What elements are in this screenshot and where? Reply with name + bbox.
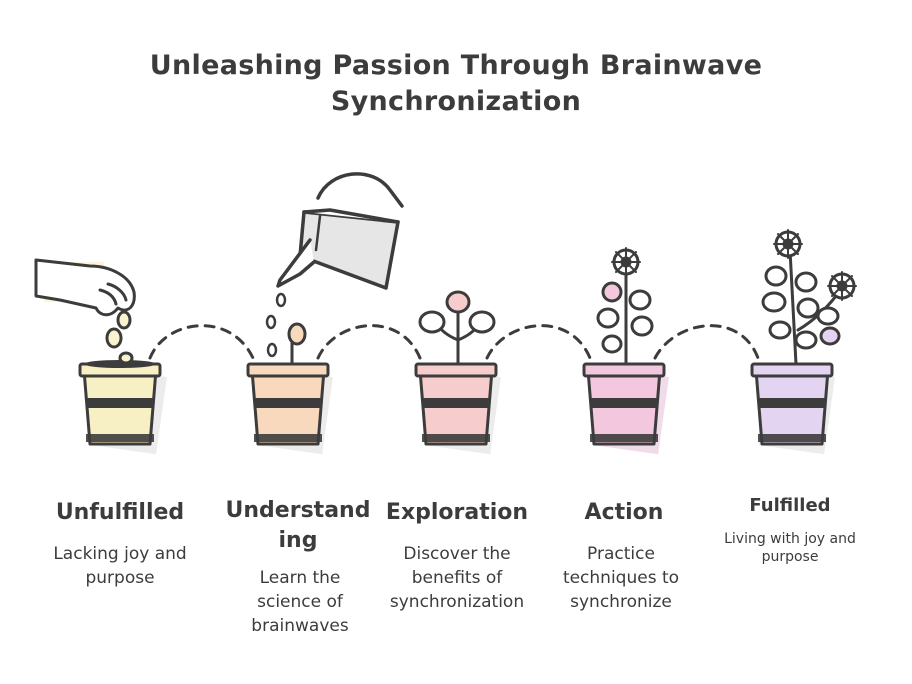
water-drops: [265, 292, 287, 358]
pot-1: [78, 360, 167, 455]
stage-label-understanding: Understand ing: [225, 498, 371, 553]
stage-desc-action: Practice techniques to synchronize: [562, 544, 680, 612]
connector-arc-1: [148, 324, 255, 360]
stage-label-fulfilled: Fulfilled: [749, 495, 831, 516]
sprout-icon: [418, 290, 496, 366]
title-line-2: Synchronization: [330, 86, 582, 117]
hand-dropping-seeds-icon: [34, 258, 136, 365]
page-title: Unleashing Passion Through Brainwave Syn…: [0, 48, 912, 120]
stage-label-exploration: Exploration: [385, 500, 529, 525]
stage-desc-fulfilled: Living with joy and purpose: [724, 531, 856, 565]
stage-desc-understanding: Learn the science of brainwaves: [251, 568, 349, 636]
pot-5: [750, 362, 835, 455]
stage-label-action: Action: [584, 500, 664, 525]
pot-4: [582, 362, 669, 455]
title-line-1: Unleashing Passion Through Brainwave: [149, 50, 763, 81]
connector-arc-4: [653, 324, 760, 360]
flowering-plant-icon: [596, 247, 654, 366]
seedling-icon: [287, 322, 307, 366]
watering-can-icon: [276, 172, 404, 290]
connector-arc-2: [316, 324, 422, 360]
connector-arc-3: [485, 324, 592, 360]
stage-desc-unfulfilled: Lacking joy and purpose: [53, 544, 187, 588]
pot-3: [414, 362, 501, 455]
connector-arcs: [148, 324, 760, 360]
pot-2: [246, 362, 333, 455]
stage-label-unfulfilled: Unfulfilled: [55, 500, 185, 525]
stage-desc-exploration: Discover the benefits of synchronization: [389, 544, 525, 612]
blooming-plant-icon: [761, 229, 857, 366]
